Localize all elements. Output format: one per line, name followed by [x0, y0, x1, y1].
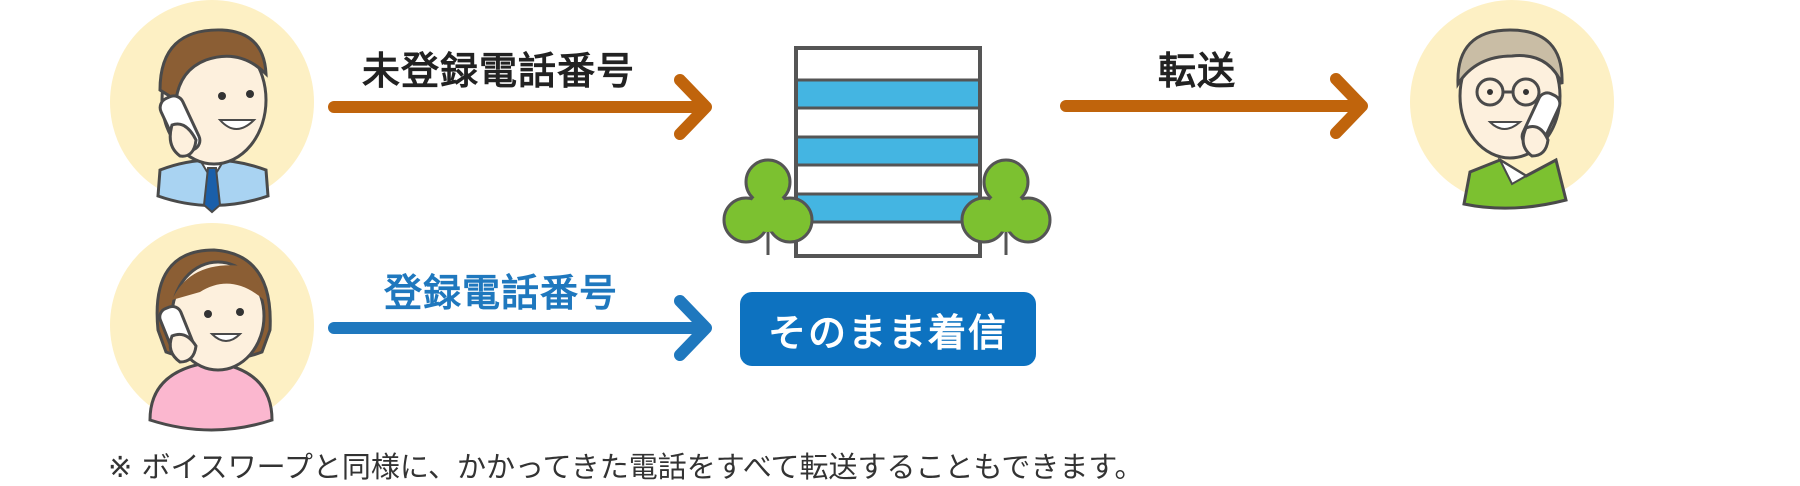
forward-arrow [1060, 73, 1368, 139]
direct-receive-badge: そのまま着信 [740, 292, 1036, 366]
unregistered-number-label: 未登録電話番号 [362, 49, 636, 93]
elderly-man-with-phone-icon [1410, 0, 1614, 210]
woman-with-phone-icon [110, 223, 314, 432]
unregistered-arrow [328, 74, 712, 140]
registered-arrow [328, 295, 712, 361]
footnote: ※ ボイスワープと同様に、かかってきた電話をすべて転送することもできます。 [108, 450, 1144, 484]
office-building-icon [794, 46, 982, 258]
registered-number-label: 登録電話番号 [384, 271, 619, 315]
tree-icon-left [722, 158, 814, 255]
tree-icon-right [960, 158, 1052, 255]
man-with-phone-icon [110, 0, 314, 214]
forward-label: 転送 [1158, 49, 1237, 93]
